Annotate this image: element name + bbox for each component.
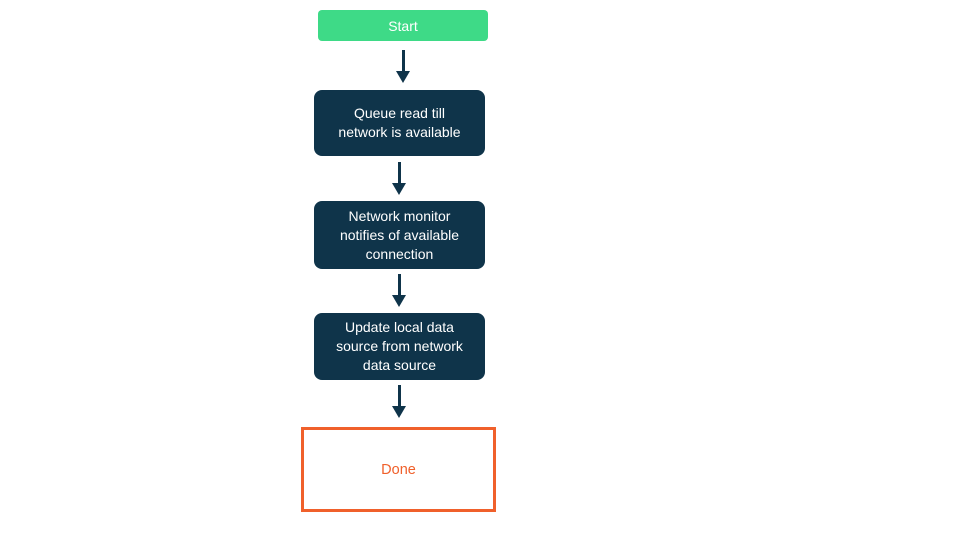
arrow-shaft [397, 162, 401, 183]
flowchart-node-queue-read: Queue read till network is available [314, 90, 485, 156]
flowchart-node-start: Start [318, 10, 488, 41]
arrow-shaft [397, 274, 401, 295]
flowchart-node-update-local-data: Update local data source from network da… [314, 313, 485, 380]
arrow-head [392, 295, 406, 307]
arrow-down-icon [396, 50, 410, 83]
arrow-down-icon [392, 385, 406, 418]
arrow-shaft [397, 385, 401, 406]
arrow-shaft [401, 50, 405, 71]
arrow-head [392, 406, 406, 418]
arrow-head [396, 71, 410, 83]
flowchart-node-network-monitor: Network monitor notifies of available co… [314, 201, 485, 269]
arrow-head [392, 183, 406, 195]
arrow-down-icon [392, 162, 406, 195]
flowchart-node-done: Done [301, 427, 496, 512]
arrow-down-icon [392, 274, 406, 307]
